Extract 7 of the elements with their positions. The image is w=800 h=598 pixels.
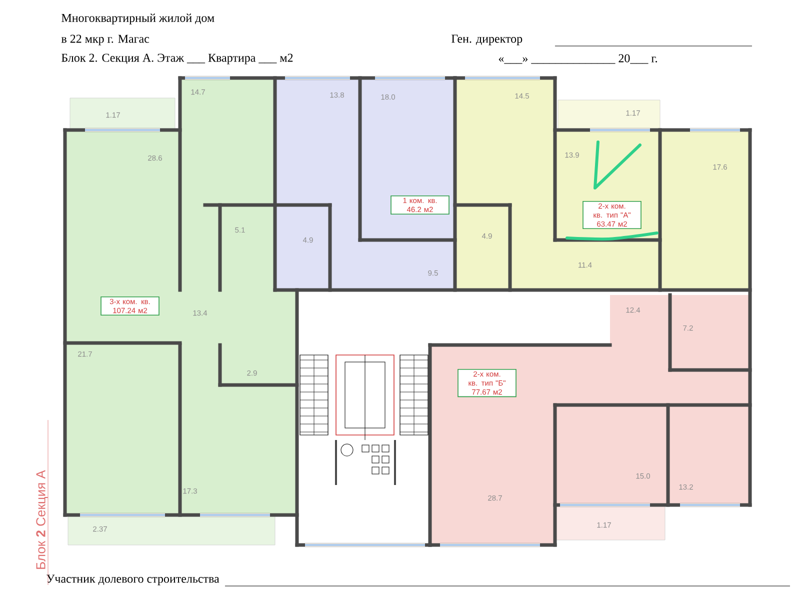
header-text: Блок 2. Секция А. Этаж ___ Квартира ___ м2 — [62, 54, 293, 64]
vertical-caption: Блок 2 Секция А — [36, 470, 48, 569]
header-text: Многоквартирный жилой дом — [62, 14, 214, 24]
header-text: в 22 мкр г. Магас — [61, 34, 150, 46]
header-text: Участник долевого строительства — [46, 574, 220, 586]
header-text: «___» ______________ 20___ г. — [498, 54, 657, 64]
header-text: Ген. директор — [452, 34, 522, 46]
